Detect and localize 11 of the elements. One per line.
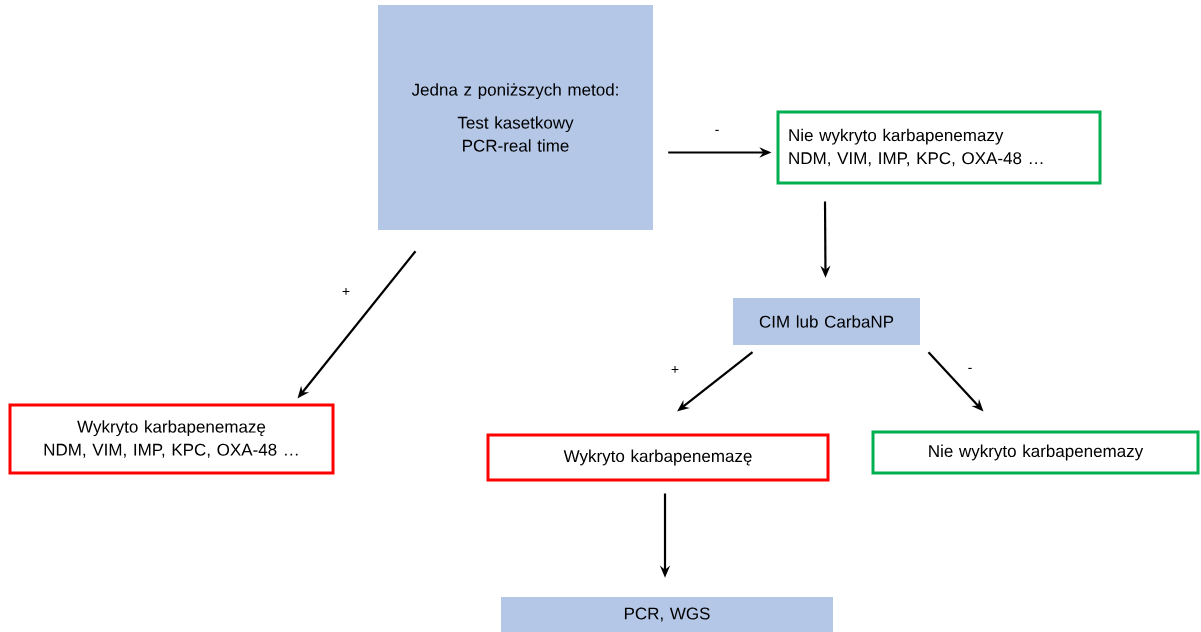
result-box: Nie wykryto karbapenemazy NDM, VIM, IMP, KPC, OXA-48 … bbox=[776, 110, 1102, 185]
result-box: Wykryto karbapenemazę bbox=[486, 433, 830, 482]
method-box: CIM lub CarbaNP bbox=[733, 298, 920, 345]
result-box: Nie wykryto karbapenemazy bbox=[871, 430, 1200, 475]
method-box: PCR, WGS bbox=[501, 597, 833, 632]
method-box: Jedna z poniższych metod: Test kasetkowy PCR-real time bbox=[378, 5, 653, 230]
edge-label: - bbox=[713, 128, 721, 136]
edge-label: - bbox=[966, 366, 974, 374]
result-box: Wykryto karbapenemazę NDM, VIM, IMP, KPC, OXA-48 … bbox=[8, 403, 335, 475]
edge-label: + bbox=[669, 364, 681, 376]
edge-label: + bbox=[340, 286, 352, 298]
